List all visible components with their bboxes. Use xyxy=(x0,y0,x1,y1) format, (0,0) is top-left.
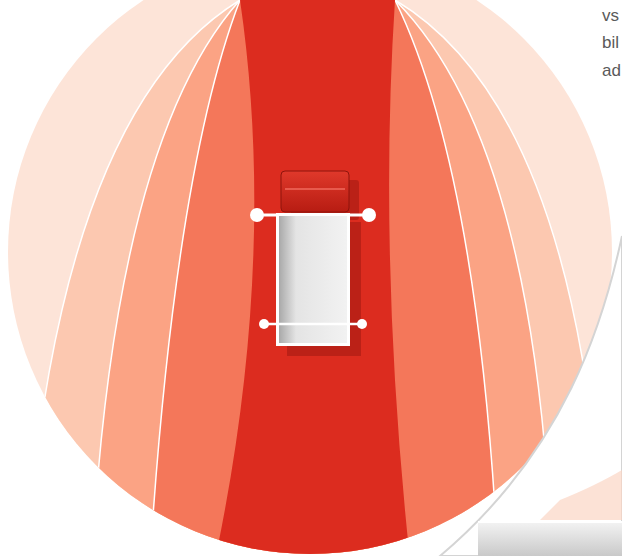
truck-cab xyxy=(281,171,349,212)
zone-two xyxy=(150,0,498,556)
zone-four xyxy=(26,0,604,556)
zone-core xyxy=(215,0,410,556)
edge-text: ad xyxy=(602,61,621,81)
cab-line xyxy=(285,188,345,190)
overlap-glow xyxy=(540,470,622,520)
rear-left-sensor xyxy=(259,319,269,329)
front-left-sensor xyxy=(250,208,264,222)
edge-text: vs xyxy=(602,6,619,26)
rear-sensor-bar xyxy=(264,323,362,326)
zone-three xyxy=(92,0,552,556)
truck xyxy=(250,171,376,356)
front-right-sensor xyxy=(362,208,376,222)
rear-gap xyxy=(276,319,350,329)
edge-text: bil xyxy=(602,33,619,53)
overlap-panel xyxy=(440,236,622,556)
trailer-border xyxy=(276,213,350,346)
floor-edge xyxy=(478,521,622,523)
rear-right-sensor xyxy=(357,319,367,329)
overlap-floor xyxy=(478,522,622,556)
